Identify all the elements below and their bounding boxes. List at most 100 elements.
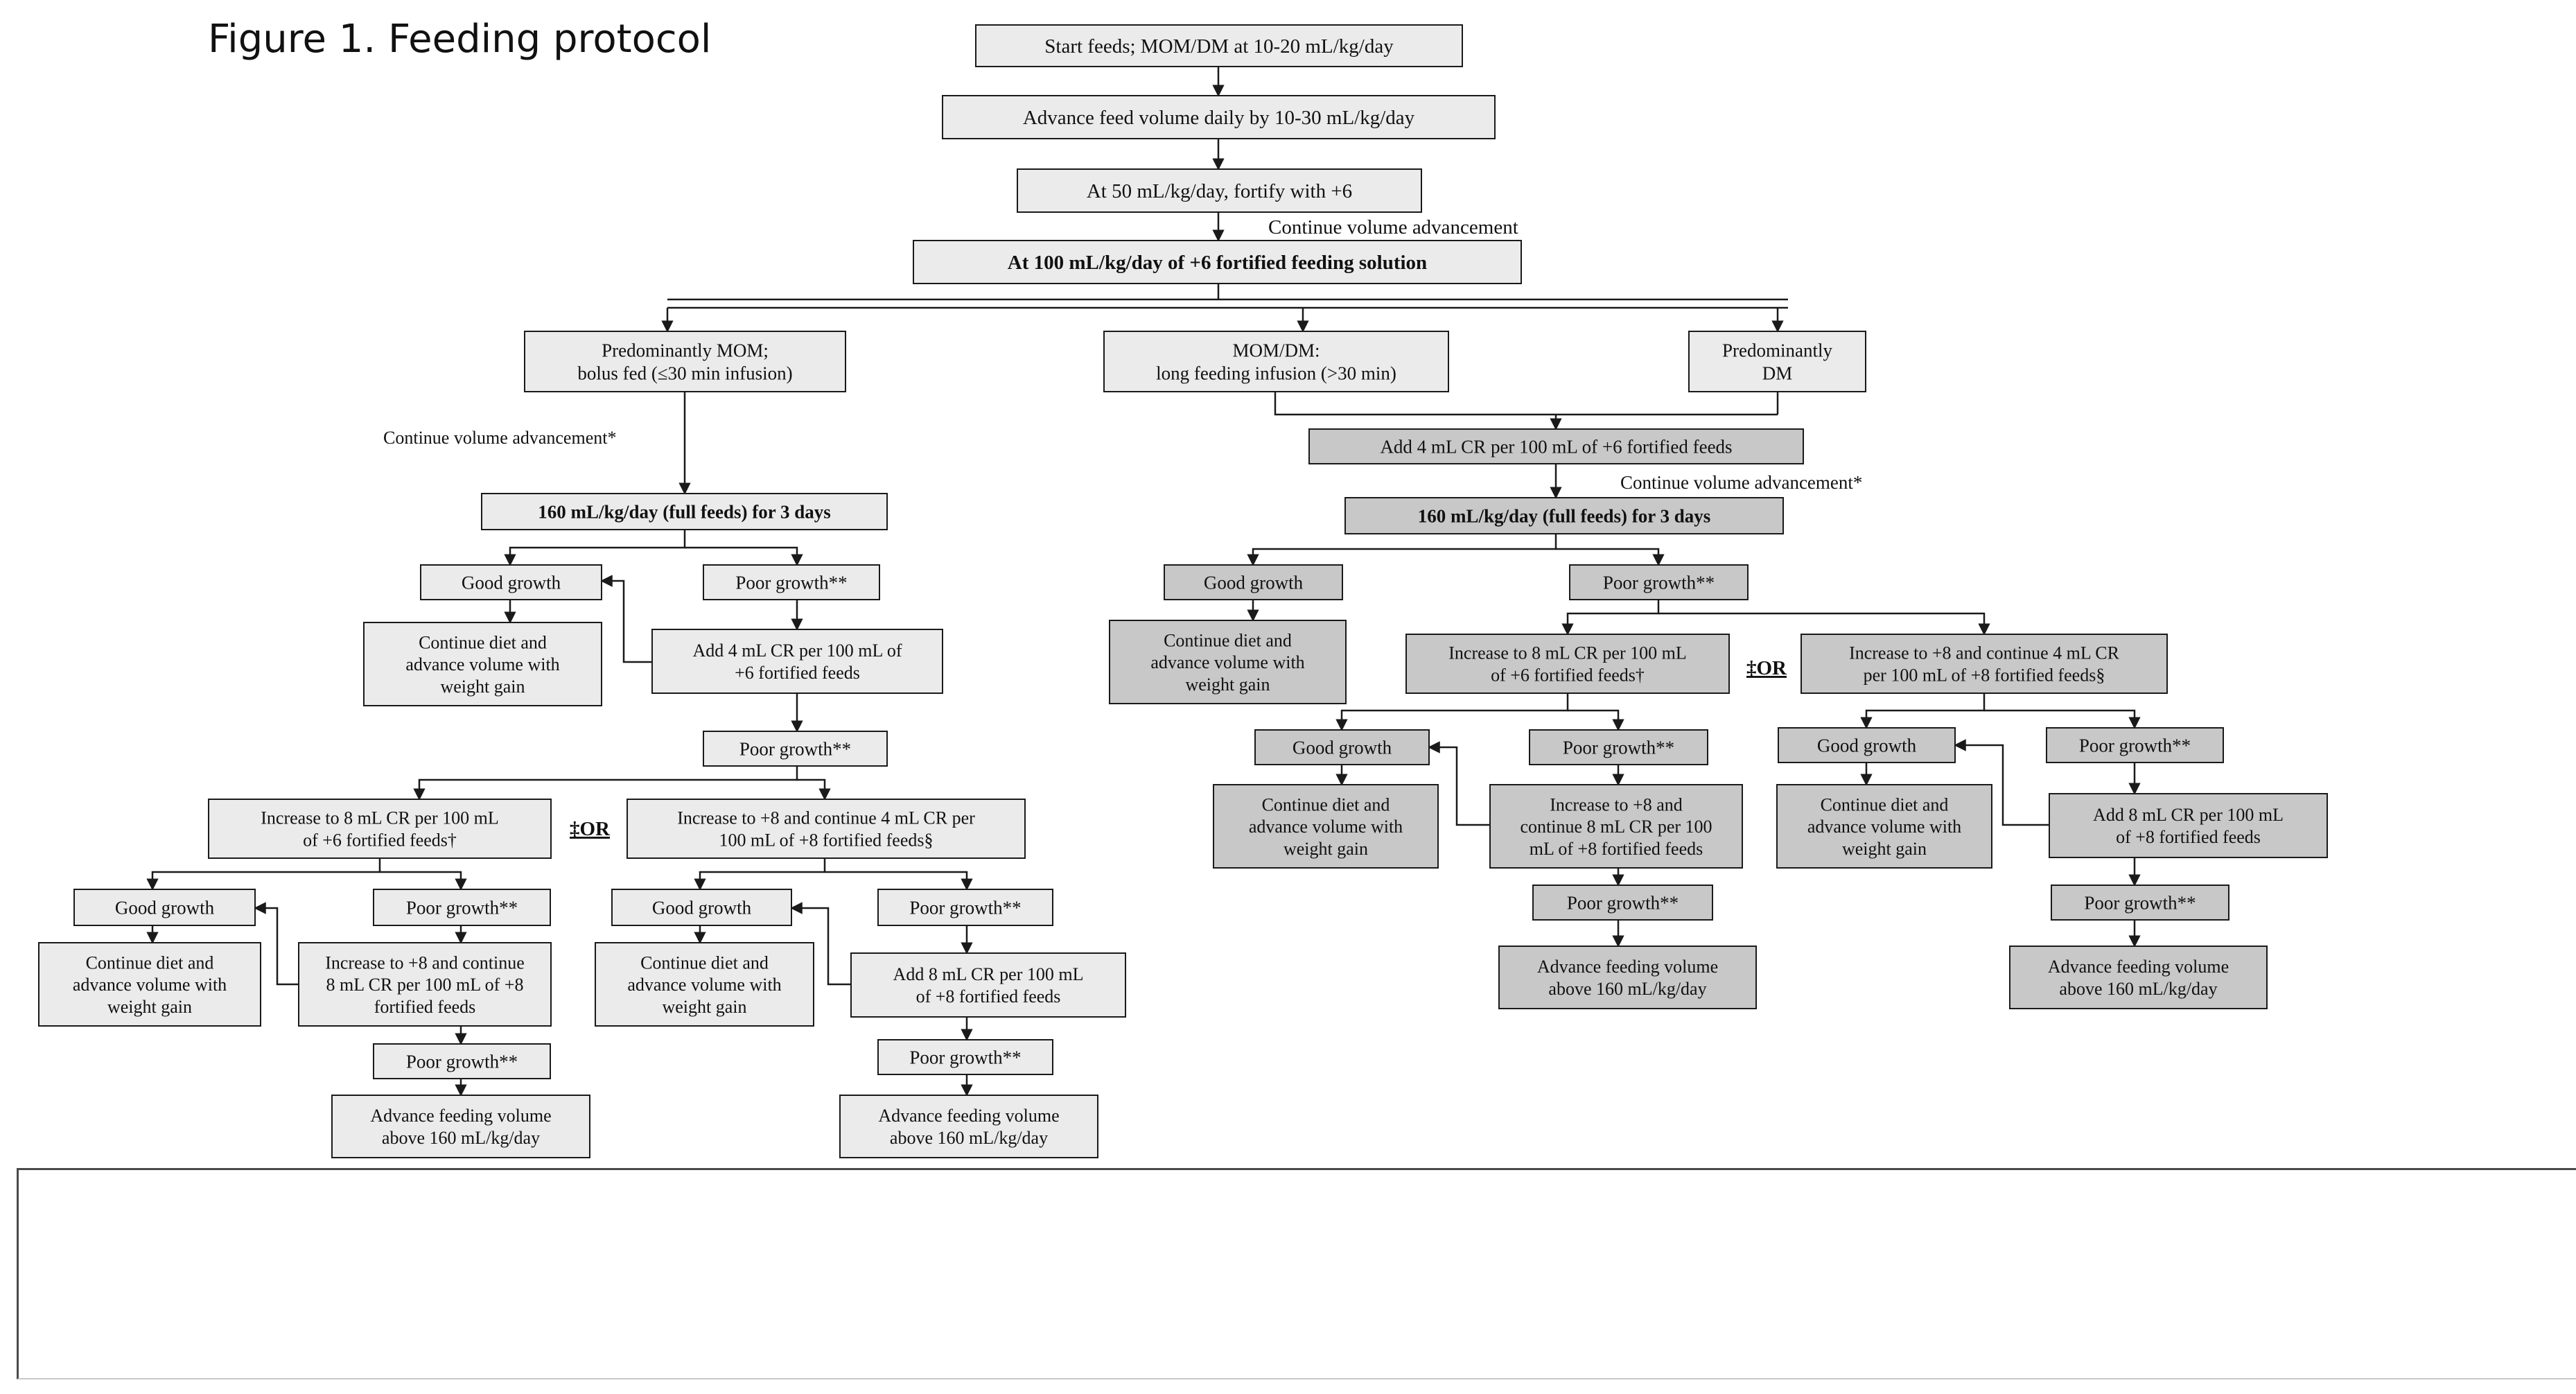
flow-arrow (504, 530, 686, 566)
node-box (1405, 634, 1730, 694)
node-box (850, 952, 1126, 1018)
node-l-good1: Good growth (420, 564, 602, 600)
node-r-poor2: Poor growth** (1529, 729, 1708, 765)
flow-arrow (685, 546, 803, 566)
or-label-left: ‡OR (570, 818, 611, 840)
node-text-line: weight gain (662, 997, 746, 1017)
node-text-line: 100 mL of +8 fortified feeds§ (719, 830, 933, 850)
node-box (611, 889, 792, 926)
node-text-line: of +6 fortified feeds† (303, 830, 457, 850)
empty-bottom-panel (17, 1168, 2576, 1379)
node-box (1498, 946, 1757, 1009)
node-box (877, 889, 1053, 926)
node-text-line: Poor growth** (2084, 892, 2196, 913)
flow-arrow (1568, 709, 1624, 731)
node-box (73, 889, 256, 926)
node-box (651, 629, 943, 694)
node-box (2046, 727, 2224, 763)
flow-arrow (1561, 600, 1660, 636)
node-text-line: weight gain (440, 677, 525, 697)
flow-arrow (1658, 612, 1990, 636)
flow-arrow (600, 575, 652, 663)
node-box (2009, 946, 2268, 1009)
node-text-line: Continue diet and (1821, 794, 1949, 814)
flow-arrow (1954, 739, 2049, 826)
continue-volume-note-top: Continue volume advancement (1268, 216, 1518, 238)
node-text-line: fortified feeds (374, 997, 476, 1017)
node-r-good2: Good growth (1254, 729, 1430, 765)
node-text-line: Increase to 8 mL CR per 100 mL (261, 808, 498, 828)
node-text-line: +6 fortified feeds (735, 663, 860, 683)
node-mom-dm-long: MOM/DM:long feeding infusion (>30 min) (1103, 331, 1449, 392)
continue-volume-note-right: Continue volume advancement* (1620, 472, 1862, 493)
node-box (913, 240, 1522, 284)
node-l-inc8fort: Increase to +8 and continue 4 mL CR per1… (627, 799, 1026, 859)
node-l-good2: Good growth (73, 889, 256, 926)
node-l-poor4: Poor growth** (877, 889, 1053, 926)
node-text-line: 8 mL CR per 100 mL of +8 (326, 975, 524, 995)
node-text-line: advance volume with (405, 654, 559, 674)
node-box (373, 1043, 551, 1079)
node-box (703, 731, 888, 767)
node-l-poor6: Poor growth** (877, 1039, 1053, 1075)
or-label-right: ‡OR (1746, 657, 1787, 679)
node-add4-right: Add 4 mL CR per 100 mL of +6 fortified f… (1308, 428, 1804, 464)
flow-arrow (1984, 709, 2141, 729)
node-box (1778, 727, 1956, 763)
node-box (877, 1039, 1053, 1075)
node-l-poor2: Poor growth** (703, 731, 888, 767)
node-text-line: Good growth (652, 897, 752, 918)
node-box (1308, 428, 1804, 464)
node-text-line: Poor growth** (739, 738, 851, 759)
node-text-line: Good growth (115, 897, 215, 918)
flow-arrow (825, 871, 973, 891)
node-box (1109, 620, 1347, 704)
node-box (1688, 331, 1866, 392)
flow-arrow (146, 858, 381, 891)
node-text-line: Poor growth** (2079, 735, 2191, 756)
node-fortify6: At 50 mL/kg/day, fortify with +6 (1017, 168, 1422, 213)
node-text-line: Advance feeding volume (2048, 957, 2229, 977)
node-text-line: mL of +8 fortified feeds (1530, 839, 1703, 859)
node-box (975, 24, 1463, 67)
node-box (1344, 497, 1784, 534)
node-text-line: Predominantly MOM; (602, 340, 769, 360)
node-text-line: weight gain (1283, 839, 1368, 859)
node-text-line: Continue diet and (419, 632, 547, 652)
node-full-left: 160 mL/kg/day (full feeds) for 3 days (481, 493, 888, 530)
node-text-line: Advance feed volume daily by 10-30 mL/kg… (1023, 107, 1415, 129)
node-l-good3: Good growth (611, 889, 792, 926)
node-box (373, 889, 551, 926)
node-box (942, 95, 1496, 139)
node-text-line: Add 4 mL CR per 100 mL of +6 fortified f… (1380, 436, 1732, 457)
flow-arrow (694, 858, 826, 891)
node-text-line: advance volume with (627, 975, 781, 995)
node-pred-mom: Predominantly MOM;bolus fed (≤30 min inf… (524, 331, 846, 392)
node-text-line: Good growth (1293, 737, 1392, 758)
node-text-line: Good growth (1204, 572, 1304, 593)
flow-arrow (1247, 534, 1557, 566)
node-r-good3: Good growth (1778, 727, 1956, 763)
node-text-line: Poor growth** (909, 897, 1021, 918)
node-text-line: Poor growth** (909, 1047, 1021, 1068)
node-box (1103, 331, 1449, 392)
node-full-right: 160 mL/kg/day (full feeds) for 3 days (1344, 497, 1784, 534)
node-at100: At 100 mL/kg/day of +6 fortified feeding… (913, 240, 1522, 284)
flowchart-connectors (146, 67, 2141, 1097)
flow-arrow (254, 902, 299, 986)
figure-title: Figure 1. Feeding protocol (208, 17, 711, 62)
node-text-line: of +6 fortified feeds† (1491, 665, 1645, 685)
